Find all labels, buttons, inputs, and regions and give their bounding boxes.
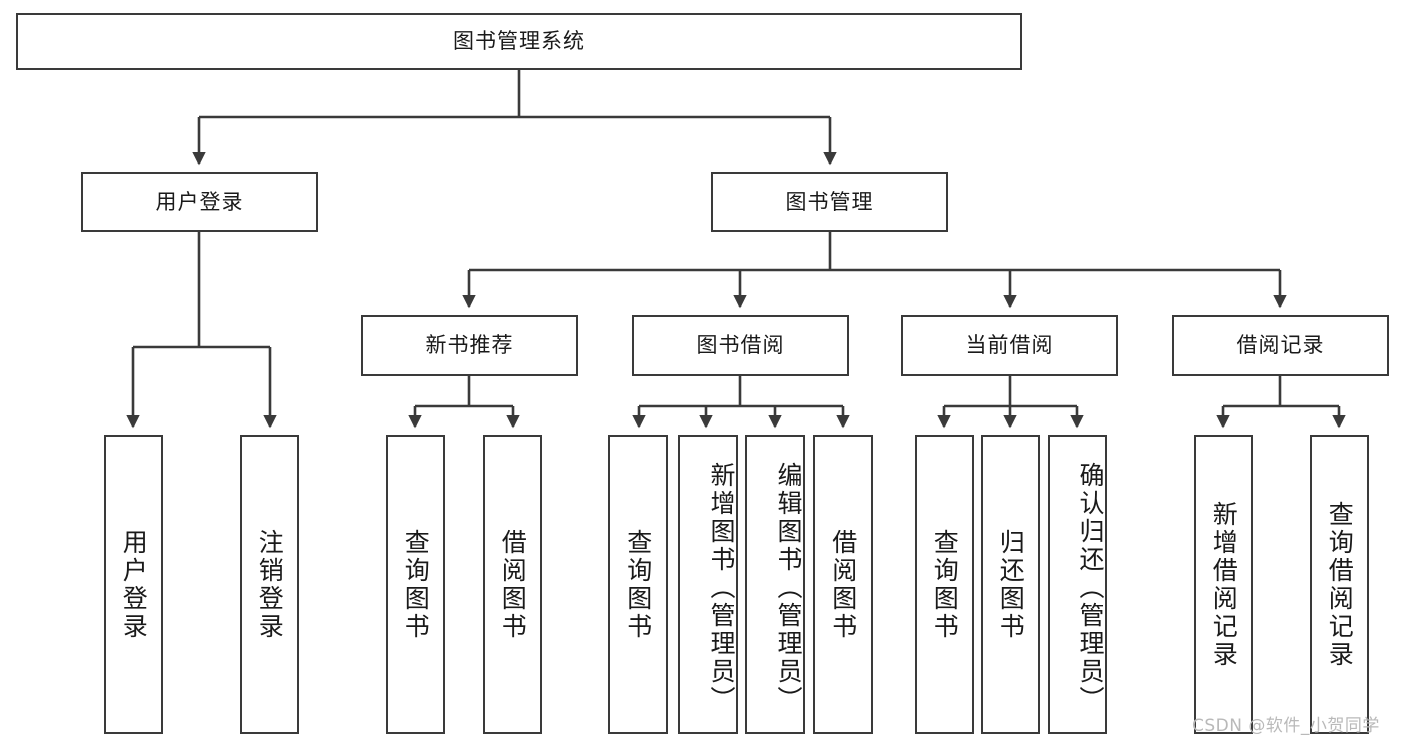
leaf-query-book-new[interactable]: 查询图书 <box>386 435 445 734</box>
node-label: 编辑图书（管理员） <box>774 461 803 714</box>
node-borrow-record[interactable]: 借阅记录 <box>1172 315 1389 376</box>
node-label: 查询图书 <box>623 528 653 641</box>
leaf-borrow-book[interactable]: 借阅图书 <box>813 435 873 734</box>
node-label: 查询借阅记录 <box>1325 500 1355 669</box>
node-label: 用户登录 <box>155 189 244 214</box>
node-book-management[interactable]: 图书管理 <box>711 172 948 232</box>
node-label: 新书推荐 <box>425 333 514 358</box>
leaf-logout[interactable]: 注销登录 <box>240 435 299 734</box>
node-current-borrow[interactable]: 当前借阅 <box>901 315 1118 376</box>
leaf-query-borrow-record[interactable]: 查询借阅记录 <box>1310 435 1369 734</box>
node-label: 查询图书 <box>401 528 431 641</box>
node-book-borrow[interactable]: 图书借阅 <box>632 315 849 376</box>
node-label: 图书借阅 <box>696 333 785 358</box>
node-label: 新增借阅记录 <box>1209 500 1239 669</box>
leaf-query-book-borrow[interactable]: 查询图书 <box>608 435 668 734</box>
leaf-user-login[interactable]: 用户登录 <box>104 435 163 734</box>
leaf-add-borrow-record[interactable]: 新增借阅记录 <box>1194 435 1253 734</box>
node-root-system[interactable]: 图书管理系统 <box>16 13 1022 70</box>
node-user-login[interactable]: 用户登录 <box>81 172 318 232</box>
leaf-query-book-current[interactable]: 查询图书 <box>915 435 974 734</box>
node-label: 归还图书 <box>996 528 1026 641</box>
node-label: 确认归还（管理员） <box>1076 461 1105 714</box>
leaf-add-book-admin[interactable]: 新增图书（管理员） <box>678 435 738 734</box>
node-new-book-recommend[interactable]: 新书推荐 <box>361 315 578 376</box>
node-label: 新增图书（管理员） <box>707 461 736 714</box>
node-label: 图书管理系统 <box>453 29 585 54</box>
node-label: 图书管理 <box>785 189 874 214</box>
node-label: 注销登录 <box>255 528 285 641</box>
leaf-return-book[interactable]: 归还图书 <box>981 435 1040 734</box>
node-label: 用户登录 <box>119 528 149 641</box>
node-label: 查询图书 <box>930 528 960 641</box>
node-label: 当前借阅 <box>965 333 1054 358</box>
leaf-borrow-book-new[interactable]: 借阅图书 <box>483 435 542 734</box>
node-label: 借阅图书 <box>498 528 528 641</box>
node-label: 借阅记录 <box>1236 333 1325 358</box>
leaf-edit-book-admin[interactable]: 编辑图书（管理员） <box>745 435 805 734</box>
leaf-confirm-return-admin[interactable]: 确认归还（管理员） <box>1048 435 1107 734</box>
node-label: 借阅图书 <box>828 528 858 641</box>
